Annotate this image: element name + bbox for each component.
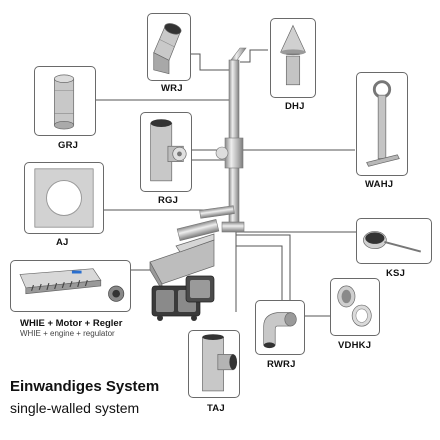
rain-cap-icon [280,24,306,86]
label-dhj: DHJ [285,101,305,112]
straight-pipe-icon [54,74,75,130]
part-box-taj[interactable] [188,330,240,398]
adjustable-elbow-icon [263,312,297,349]
label-rwrj: RWRJ [267,359,296,370]
part-box-aj[interactable] [24,162,104,234]
part-box-wahj[interactable] [356,72,408,176]
label-ksj: KSJ [386,268,406,279]
label-aj: AJ [56,237,69,248]
chimney-assembly [176,47,247,242]
hood-assembly [149,233,215,321]
diagram-subtitle: single-walled system [10,400,140,416]
part-box-dhj[interactable] [270,18,316,98]
square-plate-icon [34,168,94,228]
label-whie: WHIE + Motor + Regler [20,318,123,329]
diagram-title: Einwandiges System [10,378,160,395]
damper-icon [363,231,422,253]
label-whie-sub: WHIE + engine + regulator [20,329,115,338]
part-box-ksj[interactable] [356,218,432,264]
t-piece-inspection-icon [150,119,187,182]
part-box-whie[interactable] [10,260,131,312]
label-vdhkj: VDHKJ [338,340,372,351]
part-box-rgj[interactable] [140,112,192,192]
label-wrj: WRJ [161,83,183,94]
part-box-wrj[interactable] [147,13,191,81]
label-wahj: WAHJ [365,179,394,190]
connector-rings-icon [337,285,372,327]
extractor-hood-icon [19,268,125,302]
part-box-grj[interactable] [34,66,96,136]
label-rgj: RGJ [158,195,179,206]
t-piece-icon [202,334,238,392]
label-taj: TAJ [207,403,225,414]
wall-bracket-icon [366,80,400,167]
part-box-rwrj[interactable] [255,300,305,355]
pipe-elbow-icon [153,23,182,75]
label-grj: GRJ [58,140,79,151]
part-box-vdhkj[interactable] [330,278,380,336]
